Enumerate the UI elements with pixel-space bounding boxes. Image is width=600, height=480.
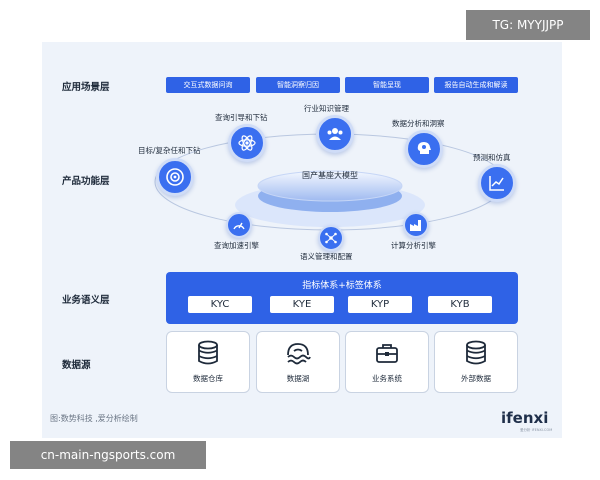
figure-caption: 图:数势科技 ,爱分析绘制: [50, 414, 138, 423]
layer-label-semantic: 业务语义层: [62, 295, 110, 306]
speedometer-icon: [233, 222, 245, 230]
database-icon: [466, 340, 486, 365]
semantic-title: 指标体系+标签体系: [302, 281, 382, 291]
platform-top: [257, 170, 403, 202]
datasource-card-lake: 数据湖: [256, 331, 340, 393]
network-icon: [325, 232, 337, 244]
users-node: [316, 115, 354, 153]
trend-node: [478, 164, 516, 202]
briefcase-icon: [376, 344, 398, 363]
func-label-semantic-mgmt: 语义管理和配置: [300, 252, 353, 261]
foundation-model-label: 国产基座大模型: [302, 171, 358, 180]
app-item-insight-attribution: 智能洞察归因: [256, 77, 340, 93]
datasource-label: 数据仓库: [193, 374, 223, 383]
func-label-query-engine: 查询加速引擎: [214, 241, 259, 250]
layer-label-application: 应用场景层: [62, 82, 110, 93]
semantic-layer-box: 指标体系+标签体系 KYC KYE KYP KYB: [166, 272, 518, 324]
app-item-report-generation: 报告自动生成和解读: [434, 77, 518, 93]
datasource-card-business: 业务系统: [345, 331, 429, 393]
datasource-card-warehouse: 数据仓库: [166, 331, 250, 393]
func-label-forecast: 预测和仿真: [473, 153, 511, 162]
watermark-top: TG: MYYJJPP: [466, 10, 590, 40]
database-icon: [198, 340, 218, 365]
users-icon: [327, 128, 343, 140]
watermark-bottom: cn-main-ngsports.com: [10, 441, 206, 469]
app-item-interactive-query: 交互式数据问询: [166, 77, 250, 93]
atom-node: [228, 124, 266, 162]
layer-label-function: 产品功能层: [62, 176, 110, 187]
func-label-query-guide: 查询引导和下钻: [215, 113, 268, 122]
func-label-analysis: 数据分析和洞察: [392, 119, 445, 128]
func-label-target: 目标/复杂任和下钻: [138, 146, 201, 155]
func-label-compute-engine: 计算分析引擎: [391, 241, 436, 250]
lake-icon: [287, 343, 311, 365]
target-node: [156, 158, 194, 196]
factory-icon: [410, 220, 421, 231]
semantic-chip-kyp: KYP: [348, 296, 412, 313]
app-item-smart-presentation: 智能呈现: [345, 77, 429, 93]
semantic-chip-kye: KYE: [270, 296, 334, 313]
layer-label-datasource: 数据源: [62, 360, 91, 371]
semantic-chip-kyc: KYC: [188, 296, 252, 313]
brain-node: [405, 130, 443, 168]
network-node: [318, 225, 344, 251]
semantic-chip-kyb: KYB: [428, 296, 492, 313]
brand-subtext: 爱分析 IFENXI.COM: [520, 428, 553, 432]
datasource-label: 外部数据: [461, 374, 491, 383]
trend-chart-icon: [489, 176, 504, 191]
datasource-label: 数据湖: [286, 374, 310, 383]
datasource-card-external: 外部数据: [434, 331, 518, 393]
func-label-knowledge: 行业知识管理: [304, 104, 349, 113]
factory-node: [403, 212, 429, 238]
speedometer-node: [226, 212, 252, 238]
atom-icon: [238, 135, 256, 151]
datasource-label: 业务系统: [372, 374, 402, 383]
target-icon: [166, 168, 184, 186]
brand-logo: ifenxi: [501, 409, 549, 427]
brain-icon: [417, 142, 431, 154]
